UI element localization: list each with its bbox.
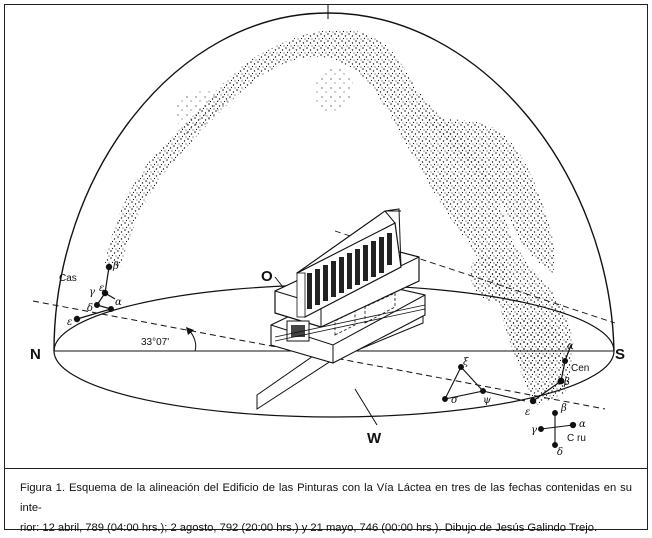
cen-beta: β [563,377,570,388]
ast-xi: ξ [463,357,469,368]
caption-divider [5,468,647,469]
ast-psi: ψ [483,395,491,406]
cen-alpha: α [567,341,574,352]
caption-line-1: Figura 1. Esquema de la alineación del E… [20,482,632,514]
cru-beta: β [560,403,567,414]
building [256,208,426,410]
cru-alpha: α [579,419,586,430]
mark-epsilon-a: ε [525,407,530,418]
milky-way-band [105,29,573,407]
cas-epsilon: ε [67,317,72,328]
alignment-line-upper [334,230,616,324]
constellation-centaurus [529,344,572,405]
cru-gamma: γ [531,425,537,436]
cas-alpha: α [115,297,122,308]
cru-delta: δ [557,447,563,458]
label-north: N [30,346,41,363]
ast-sigma: σ [451,395,459,406]
mark-epsilon-b: ε [99,283,104,294]
constellation-crux [538,410,577,448]
cas-gamma: γ [89,287,95,298]
constellation-cassiopeia [73,263,116,323]
label-centaurus: Cen [571,363,589,374]
figure-caption: Figura 1. Esquema de la alineación del E… [20,478,632,538]
label-west: W [367,430,382,447]
west-pointer [354,388,378,426]
label-crux: C ru [567,433,586,444]
label-east: O [261,268,273,285]
cas-delta: δ [87,303,93,314]
caption-line-2: rior: 12 abril, 789 (04:00 hrs.); 2 agos… [20,522,598,534]
label-south: S [615,346,625,363]
label-angle: 33°07' [141,337,169,348]
cas-beta: β [112,261,119,272]
figure-illustration: N S O W 33°07' Cas β γ α δ ε Cen α β C r… [5,5,647,467]
label-cassiopeia: Cas [59,273,77,284]
asterism-middle [442,364,526,402]
